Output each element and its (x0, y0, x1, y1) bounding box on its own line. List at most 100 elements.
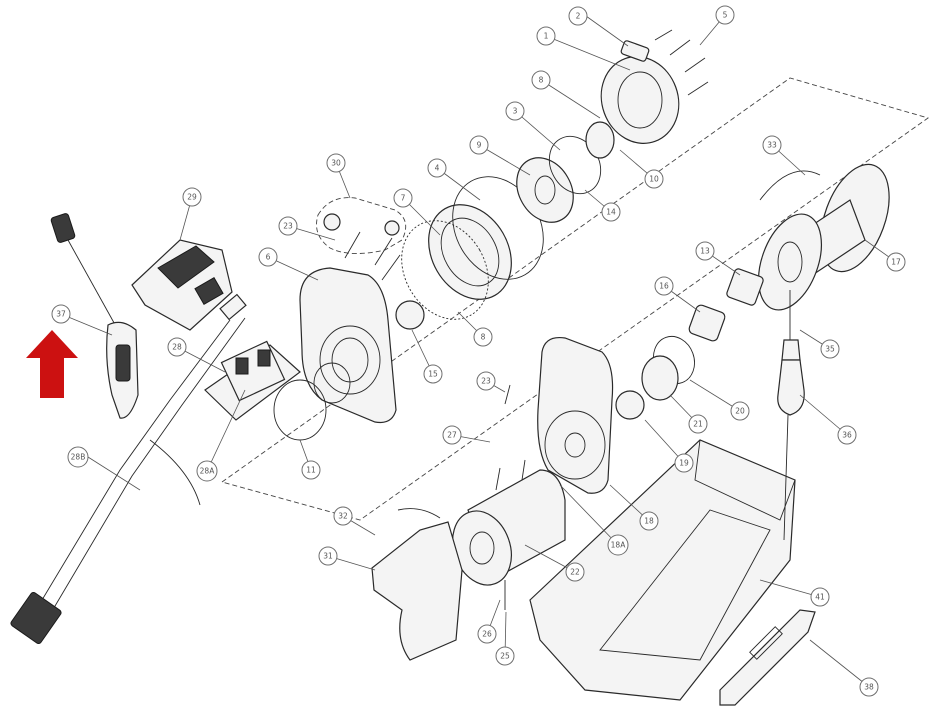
callout-35: 35 (820, 339, 840, 359)
svg-text:28A: 28A (200, 467, 216, 476)
svg-text:16: 16 (659, 282, 669, 291)
svg-text:23: 23 (283, 222, 293, 231)
callout-22: 22 (565, 562, 585, 582)
svg-text:15: 15 (428, 370, 438, 379)
svg-text:38: 38 (864, 683, 874, 692)
callout-23b: 23 (476, 371, 496, 391)
callout-33: 33 (762, 135, 782, 155)
callout-6: 6 (258, 247, 278, 267)
fairlead (719, 609, 816, 706)
callout-26: 26 (477, 624, 497, 644)
svg-text:29: 29 (187, 193, 197, 202)
callout-32: 32 (333, 506, 353, 526)
svg-text:33: 33 (767, 141, 777, 150)
motor-cover (371, 508, 463, 661)
callout-1: 1 (536, 26, 556, 46)
planetary-gears (516, 121, 615, 223)
callout-23a: 23 (278, 216, 298, 236)
svg-text:14: 14 (606, 208, 616, 217)
svg-text:37: 37 (56, 310, 66, 319)
svg-text:13: 13 (700, 247, 710, 256)
callout-10: 10 (644, 169, 664, 189)
callout-7: 7 (393, 188, 413, 208)
callout-13: 13 (695, 241, 715, 261)
svg-text:8: 8 (481, 333, 486, 342)
contactor-assembly (204, 340, 301, 421)
callout-16: 16 (654, 276, 674, 296)
end-housing-motor (537, 336, 614, 494)
o-ring-11 (273, 379, 327, 441)
end-housing-gear (273, 267, 397, 441)
svg-text:32: 32 (338, 512, 348, 521)
svg-text:20: 20 (735, 407, 745, 416)
callout-41: 41 (810, 587, 830, 607)
svg-text:18: 18 (644, 517, 654, 526)
svg-text:18A: 18A (611, 541, 627, 550)
svg-text:22: 22 (570, 568, 580, 577)
callout-2: 2 (568, 6, 588, 26)
callout-14: 14 (601, 202, 621, 222)
ring-gear-assembly (395, 176, 544, 330)
svg-text:5: 5 (723, 11, 728, 20)
contactor-cover (131, 239, 233, 331)
callout-27: 27 (442, 425, 462, 445)
svg-text:36: 36 (842, 431, 852, 440)
leader-lines (60, 14, 897, 688)
svg-text:21: 21 (693, 420, 703, 429)
callout-37: 37 (51, 304, 71, 324)
callout-18a: 18A (607, 534, 629, 556)
callout-28: 28 (167, 337, 187, 357)
callout-19: 19 (674, 453, 694, 473)
callout-25: 25 (495, 646, 515, 666)
svg-text:23: 23 (481, 377, 491, 386)
callout-11: 11 (301, 460, 321, 480)
svg-text:10: 10 (649, 175, 659, 184)
drive-components (615, 268, 764, 420)
svg-text:27: 27 (447, 431, 457, 440)
callout-21: 21 (688, 414, 708, 434)
callout-5: 5 (715, 5, 735, 25)
svg-text:7: 7 (401, 194, 406, 203)
callout-29: 29 (182, 187, 202, 207)
callout-4: 4 (427, 158, 447, 178)
callout-31: 31 (318, 546, 338, 566)
svg-text:30: 30 (331, 159, 341, 168)
svg-text:31: 31 (323, 552, 333, 561)
svg-text:1: 1 (544, 32, 549, 41)
cable-harness (10, 293, 247, 645)
callout-28a: 28A (196, 460, 218, 482)
mounting-plate (529, 439, 796, 701)
remote-control (50, 213, 139, 419)
callout-8b: 8 (473, 327, 493, 347)
callouts: 1 2 3 4 5 6 7 8 8 9 10 11 13 14 15 16 17… (51, 5, 906, 697)
svg-text:11: 11 (306, 466, 316, 475)
svg-text:17: 17 (891, 258, 901, 267)
bolts (323, 213, 401, 281)
callout-18: 18 (639, 511, 659, 531)
up-arrow-icon (26, 330, 78, 398)
svg-text:35: 35 (825, 345, 835, 354)
motor (452, 384, 566, 610)
svg-text:9: 9 (477, 141, 482, 150)
gear-housing (600, 29, 709, 144)
callout-38: 38 (859, 677, 879, 697)
svg-text:8: 8 (539, 76, 544, 85)
callout-3: 3 (505, 101, 525, 121)
svg-text:41: 41 (815, 593, 825, 602)
callout-15: 15 (423, 364, 443, 384)
callout-28b: 28B (67, 446, 89, 468)
cable-drum (758, 163, 890, 311)
svg-text:26: 26 (482, 630, 492, 639)
svg-text:28B: 28B (71, 453, 86, 462)
svg-text:4: 4 (435, 164, 440, 173)
callout-9: 9 (469, 135, 489, 155)
callout-20: 20 (730, 401, 750, 421)
svg-text:25: 25 (500, 652, 510, 661)
callout-17: 17 (886, 252, 906, 272)
hook-strap (777, 290, 805, 541)
svg-text:2: 2 (576, 12, 581, 21)
assembly-boundary (221, 77, 930, 521)
svg-text:6: 6 (266, 253, 271, 262)
callout-36: 36 (837, 425, 857, 445)
